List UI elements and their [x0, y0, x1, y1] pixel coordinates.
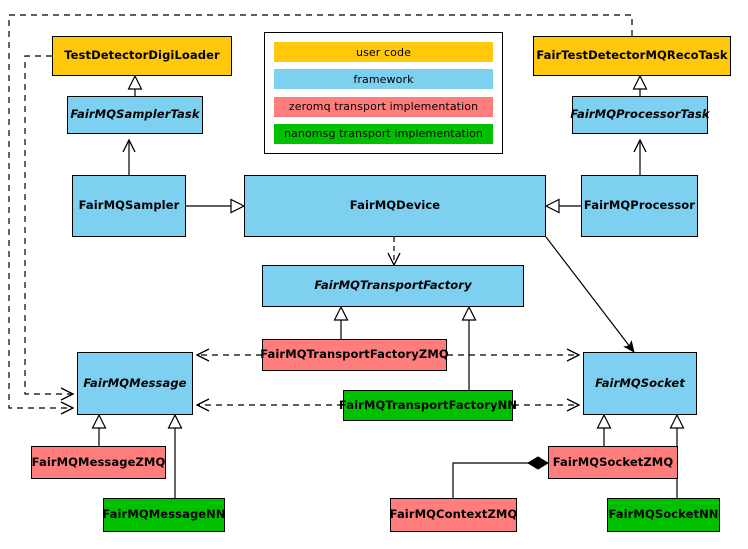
node-fair-mq-message-nn[interactable]: FairMQMessageNN — [102, 498, 226, 532]
node-fair-mq-processor-task[interactable]: FairMQProcessorTask — [570, 96, 710, 134]
node-label: FairMQMessage — [83, 375, 187, 390]
node-fair-mq-transport-factory-nn[interactable]: FairMQTransportFactoryNN — [339, 390, 517, 421]
node-label: FairMQContextZMQ — [389, 507, 518, 522]
node-label: FairMQProcessor — [583, 198, 696, 213]
edge-samplertask-to-digiloader — [127, 74, 143, 96]
node-fair-mq-message[interactable]: FairMQMessage — [77, 352, 193, 415]
node-fair-mq-device[interactable]: FairMQDevice — [244, 175, 546, 237]
edge-processor-to-device — [544, 198, 581, 214]
node-fair-mq-socket[interactable]: FairMQSocket — [583, 352, 697, 415]
legend-label: nanomsg transport implementation — [283, 127, 484, 141]
node-label: FairTestDetectorMQRecoTask — [536, 48, 728, 63]
node-fair-test-detector-mq-reco-task[interactable]: FairTestDetectorMQRecoTask — [533, 36, 731, 76]
node-fair-mq-sampler-task[interactable]: FairMQSamplerTask — [67, 96, 203, 134]
node-label: FairMQTransportFactoryNN — [338, 397, 518, 412]
node-label: FairMQDevice — [349, 198, 441, 213]
node-label: FairMQProcessorTask — [570, 107, 710, 122]
legend-label: zeromq transport implementation — [288, 100, 479, 114]
edge-device-to-socket — [545, 236, 635, 353]
node-label: FairMQSamplerTask — [70, 107, 200, 122]
legend-label: user code — [356, 45, 411, 59]
node-label: FairMQSampler — [78, 198, 180, 213]
node-label: FairMQTransportFactoryZMQ — [260, 347, 449, 362]
edge-digiloader-to-message — [24, 55, 73, 394]
node-fair-mq-transport-factory-zmq[interactable]: FairMQTransportFactoryZMQ — [260, 339, 449, 371]
edge-messagenn-to-message — [167, 413, 183, 498]
legend-label: framework — [353, 72, 414, 86]
edge-processortask-to-recotask — [632, 74, 648, 96]
node-fair-mq-sampler[interactable]: FairMQSampler — [72, 175, 186, 237]
node-fair-mq-socket-nn[interactable]: FairMQSocketNN — [607, 498, 720, 532]
node-label: FairMQSocket — [595, 375, 685, 390]
legend-item-zeromq: zeromq transport implementation — [274, 96, 493, 117]
node-label: FairMQMessageZMQ — [31, 454, 166, 469]
edge-transportfactorynn-to-transportfactory — [461, 305, 477, 390]
node-label: FairMQTransportFactory — [314, 278, 472, 293]
edge-socketzmq-to-socket — [596, 413, 612, 446]
node-fair-mq-socket-zmq[interactable]: FairMQSocketZMQ — [548, 446, 678, 479]
edge-sampler-to-device — [186, 198, 246, 214]
legend: user code framework zeromq transport imp… — [264, 32, 503, 154]
edge-messagezmq-to-message — [91, 413, 107, 446]
node-fair-mq-context-zmq[interactable]: FairMQContextZMQ — [390, 498, 517, 532]
node-label: FairMQSocketNN — [608, 507, 719, 522]
node-fair-mq-transport-factory[interactable]: FairMQTransportFactory — [262, 265, 524, 307]
node-test-detector-digi-loader[interactable]: TestDetectorDigiLoader — [52, 36, 232, 76]
legend-item-framework: framework — [274, 69, 493, 90]
legend-item-nanomsg: nanomsg transport implementation — [274, 123, 493, 144]
node-label: FairMQMessageNN — [102, 507, 226, 522]
node-fair-mq-processor[interactable]: FairMQProcessor — [581, 175, 698, 237]
node-fair-mq-message-zmq[interactable]: FairMQMessageZMQ — [31, 446, 166, 479]
legend-item-user-code: user code — [274, 42, 493, 62]
node-label: FairMQSocketZMQ — [552, 454, 674, 469]
edge-contextzmq-to-socketzmq — [452, 456, 549, 498]
edge-transportfactoryzmq-to-transportfactory — [333, 305, 349, 339]
node-label: TestDetectorDigiLoader — [64, 48, 220, 63]
